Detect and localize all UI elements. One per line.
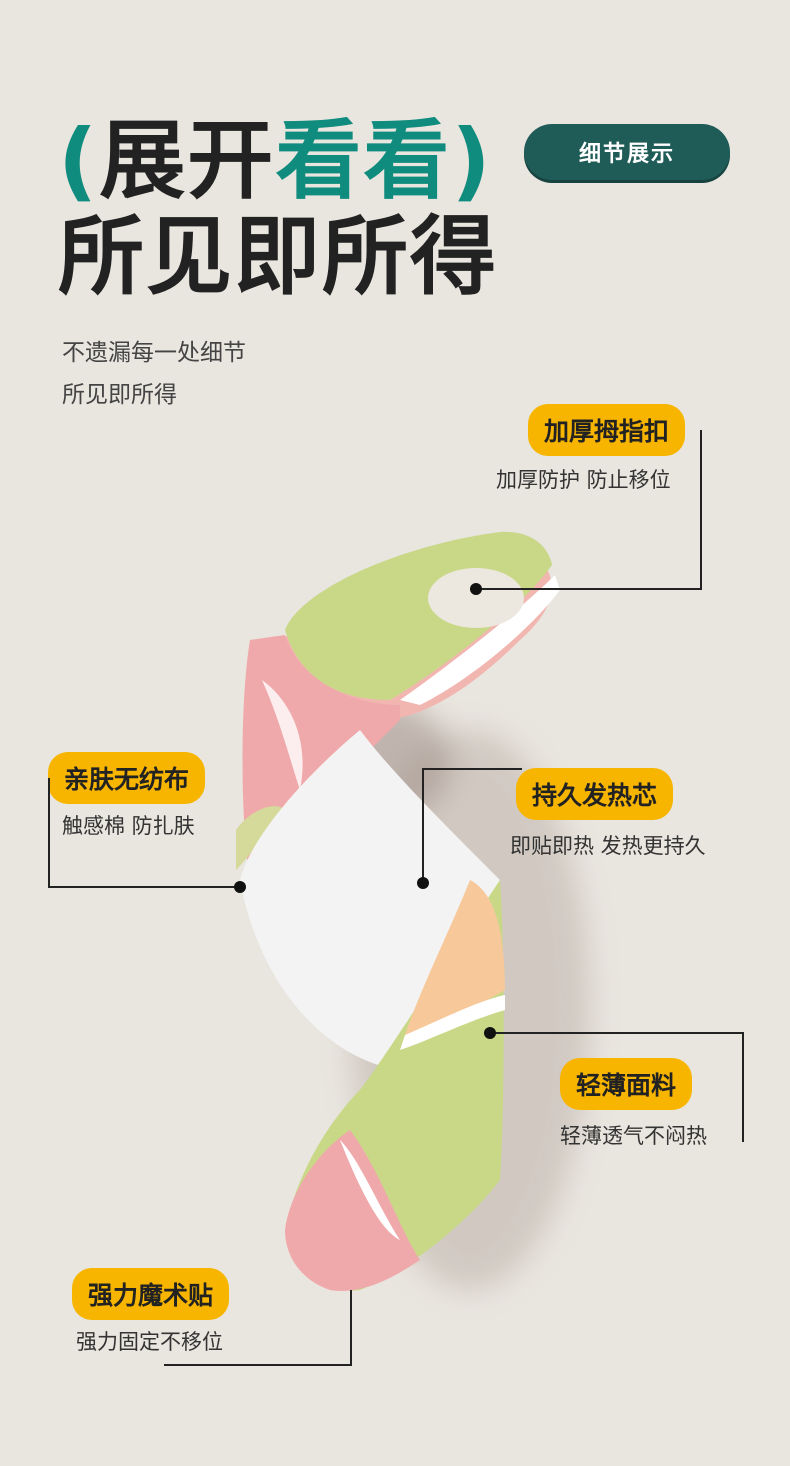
tag-thumb-buckle: 加厚拇指扣	[528, 404, 686, 456]
leader-line-2v	[48, 778, 50, 888]
leader-dot-3	[417, 877, 429, 889]
leader-line-2h	[48, 886, 240, 888]
strap-peach-stripe	[400, 995, 505, 1050]
leader-dot-1	[470, 583, 482, 595]
leader-dot-4	[484, 1027, 496, 1039]
tag-velcro: 强力魔术贴	[72, 1268, 230, 1320]
open-paren: (	[58, 111, 100, 211]
thumb-hole	[428, 568, 524, 628]
desc-heating-core: 即贴即热 发热更持久	[510, 834, 706, 858]
close-paren: )	[451, 111, 493, 211]
desc-velcro: 强力固定不移位	[76, 1330, 223, 1354]
leader-dot-2	[234, 881, 246, 893]
subtitle-line-2: 所见即所得	[62, 382, 177, 408]
leader-line-3v	[422, 768, 424, 884]
leader-line-4v	[742, 1032, 744, 1142]
desc-skin-fabric: 触感棉 防扎肤	[62, 814, 195, 838]
desc-thumb-buckle: 加厚防护 防止移位	[496, 468, 671, 492]
strap-peach	[405, 880, 505, 1035]
desc-light-fabric: 轻薄透气不闷热	[560, 1124, 707, 1148]
headline-part-1: 展开	[99, 111, 276, 211]
leader-line-1h	[476, 588, 702, 590]
headline-accent: 看看	[275, 111, 452, 211]
leader-line-1v	[700, 430, 702, 590]
strap-left-white	[262, 680, 303, 790]
detail-badge: 细节展示	[524, 124, 730, 180]
subtitle-line-1: 不遗漏每一处细节	[62, 340, 246, 366]
tag-skin-fabric: 亲肤无纺布	[48, 752, 206, 804]
leader-line-5v	[350, 1290, 352, 1366]
leader-line-5h	[164, 1364, 352, 1366]
strap-bottom-white	[340, 1140, 400, 1240]
tag-light-fabric: 轻薄面料	[560, 1058, 693, 1110]
subtitle: 不遗漏每一处细节 所见即所得	[62, 332, 246, 416]
headline-line-1: (展开看看)	[58, 118, 493, 204]
leader-line-4h	[490, 1032, 744, 1034]
leader-line-3h	[422, 768, 522, 770]
tag-heating-core: 持久发热芯	[516, 768, 674, 820]
strap-bottom-pink	[285, 1130, 420, 1291]
headline-line-2: 所见即所得	[58, 207, 498, 307]
